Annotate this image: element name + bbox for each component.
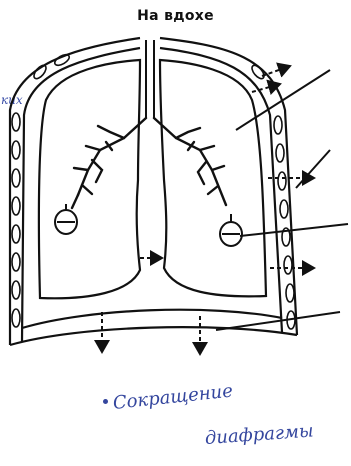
trachea	[146, 40, 154, 118]
diaphragm	[10, 310, 297, 345]
chest-wall-outer-right	[160, 38, 297, 335]
rib-ovals-left	[12, 53, 71, 327]
diaphragm-down-arrows	[102, 312, 200, 354]
right-lung	[160, 60, 266, 296]
bronchial-tree-left	[72, 118, 146, 208]
chest-wall-outer	[10, 38, 140, 345]
rib-ovals-right	[250, 63, 295, 329]
alveoli	[55, 204, 242, 246]
left-lung	[39, 60, 140, 298]
